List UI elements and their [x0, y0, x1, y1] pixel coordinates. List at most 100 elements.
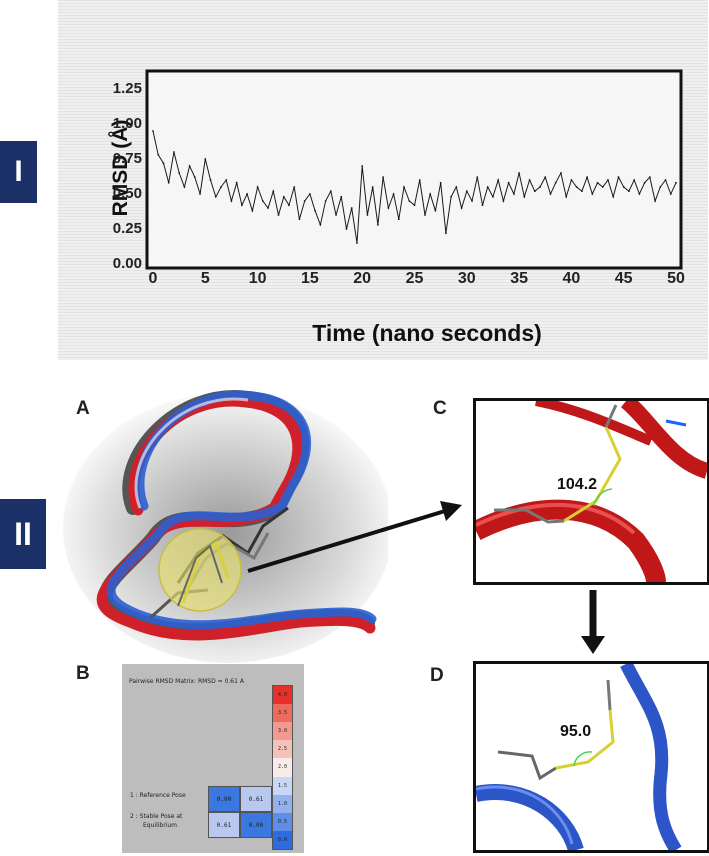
rmsd-point [460, 207, 463, 209]
rmsd-point [659, 186, 662, 188]
panel-d-structure [476, 664, 682, 850]
colorbar-cell: 1.5 [273, 776, 292, 795]
arrow-a-to-c [247, 501, 462, 573]
rmsd-point [486, 186, 489, 188]
rmsd-point [664, 179, 667, 181]
rmsd-point [497, 179, 500, 181]
rmsd-point [230, 200, 233, 202]
rmsd-point [251, 209, 254, 212]
arrow-c-to-d [581, 590, 605, 654]
ribbon-blue [106, 390, 377, 630]
matrix-header: Pairwise RMSD Matrix: RMSD = 0.61 A [129, 678, 244, 685]
x-tick-label: 20 [353, 270, 372, 287]
rmsd-point [560, 172, 562, 174]
colorbar-cell: 1.0 [273, 794, 292, 813]
rmsd-point [376, 223, 379, 226]
plot-frame [145, 69, 683, 270]
rmsd-point [580, 190, 583, 193]
rmsd-point [298, 218, 301, 221]
matrix-row2-label-line1: 2 : Stable Pose at [130, 813, 183, 820]
part-i-label: I [0, 141, 37, 203]
rmsd-point [554, 181, 557, 184]
colorbar-cell: 3.0 [273, 722, 292, 741]
rmsd-point [293, 186, 296, 188]
rmsd-point [340, 195, 343, 198]
panel-a-label: A [76, 398, 90, 419]
rmsd-point [178, 172, 181, 174]
panel-b-label: B [76, 663, 90, 684]
rmsd-point [622, 186, 625, 188]
matrix-cell: 0.00 [208, 786, 240, 812]
colorbar-cell: 2.0 [273, 758, 292, 777]
rmsd-point [157, 153, 160, 156]
rmsd-point [246, 193, 249, 195]
disulfide-highlight [158, 528, 242, 612]
x-tick-label: 45 [614, 270, 633, 287]
rmsd-point [324, 200, 327, 202]
rmsd-point [502, 200, 505, 202]
rmsd-point [591, 193, 594, 195]
colorbar-cell: 4.0 [273, 686, 292, 705]
rmsd-point [282, 195, 285, 198]
y-tick-label: 1.00 [112, 115, 142, 132]
rmsd-point [476, 176, 479, 179]
rmsd-point [413, 204, 416, 207]
rmsd-point [173, 151, 175, 153]
rmsd-point [450, 195, 453, 198]
rmsd-point [481, 204, 484, 207]
ribbon-white [134, 397, 249, 509]
rmsd-point [528, 179, 531, 181]
rmsd-point [193, 176, 196, 179]
rmsd-point [669, 193, 672, 195]
angle-c-label: 104.2 [557, 476, 598, 493]
matrix-row1-label: 1 : Reference Pose [130, 792, 186, 799]
rmsd-point [403, 186, 405, 188]
rmsd-point [523, 195, 526, 198]
rmsd-point [633, 179, 636, 181]
rmsd-point [392, 193, 395, 195]
matrix-row2-label-line2: Equilibrium [143, 822, 177, 829]
x-tick-label: 15 [300, 270, 319, 287]
rmsd-point [654, 200, 656, 202]
rmsd-point [518, 172, 520, 174]
matrix-cell: 0.61 [208, 812, 240, 838]
x-tick-label: 35 [510, 270, 528, 287]
rmsd-point [382, 176, 385, 179]
rmsd-point [371, 186, 374, 188]
rmsd-point [387, 207, 390, 209]
rmsd-point [439, 181, 442, 184]
panel-c-frame [473, 398, 709, 585]
rmsd-point [314, 209, 317, 212]
rmsd-point [507, 181, 510, 184]
rmsd-point [533, 190, 536, 193]
x-tick-label: 50 [667, 270, 685, 287]
rmsd-point [544, 176, 547, 179]
colorbar-cell: 0.5 [273, 812, 292, 831]
rmsd-chart [145, 69, 683, 270]
matrix-cell: 0.00 [240, 812, 272, 838]
rmsd-point [152, 130, 154, 132]
rmsd-point [309, 193, 311, 195]
rmsd-point [261, 200, 264, 202]
panel-c-label: C [433, 398, 447, 419]
rmsd-point [408, 200, 411, 202]
rmsd-point [220, 186, 222, 188]
x-tick-label: 0 [148, 270, 158, 287]
y-tick-label: 1.25 [112, 80, 142, 97]
panel-d-frame [473, 661, 709, 853]
rmsd-point [575, 186, 578, 188]
rmsd-point [167, 181, 170, 184]
rmsd-point [319, 223, 322, 226]
rmsd-point [601, 186, 604, 188]
colorbar-cell: 0.0 [273, 830, 292, 849]
rmsd-point [465, 190, 468, 193]
angle-d-label: 95.0 [560, 723, 592, 740]
rmsd-point [424, 214, 426, 216]
rmsd-point [628, 190, 630, 193]
y-tick-label: 0.75 [112, 150, 142, 167]
rmsd-matrix-panel: Pairwise RMSD Matrix: RMSD = 0.61 A 1 : … [122, 664, 304, 853]
panel-a-structure [63, 390, 388, 663]
x-axis-title: Time (nano seconds) [312, 320, 542, 346]
rmsd-point [241, 204, 243, 207]
